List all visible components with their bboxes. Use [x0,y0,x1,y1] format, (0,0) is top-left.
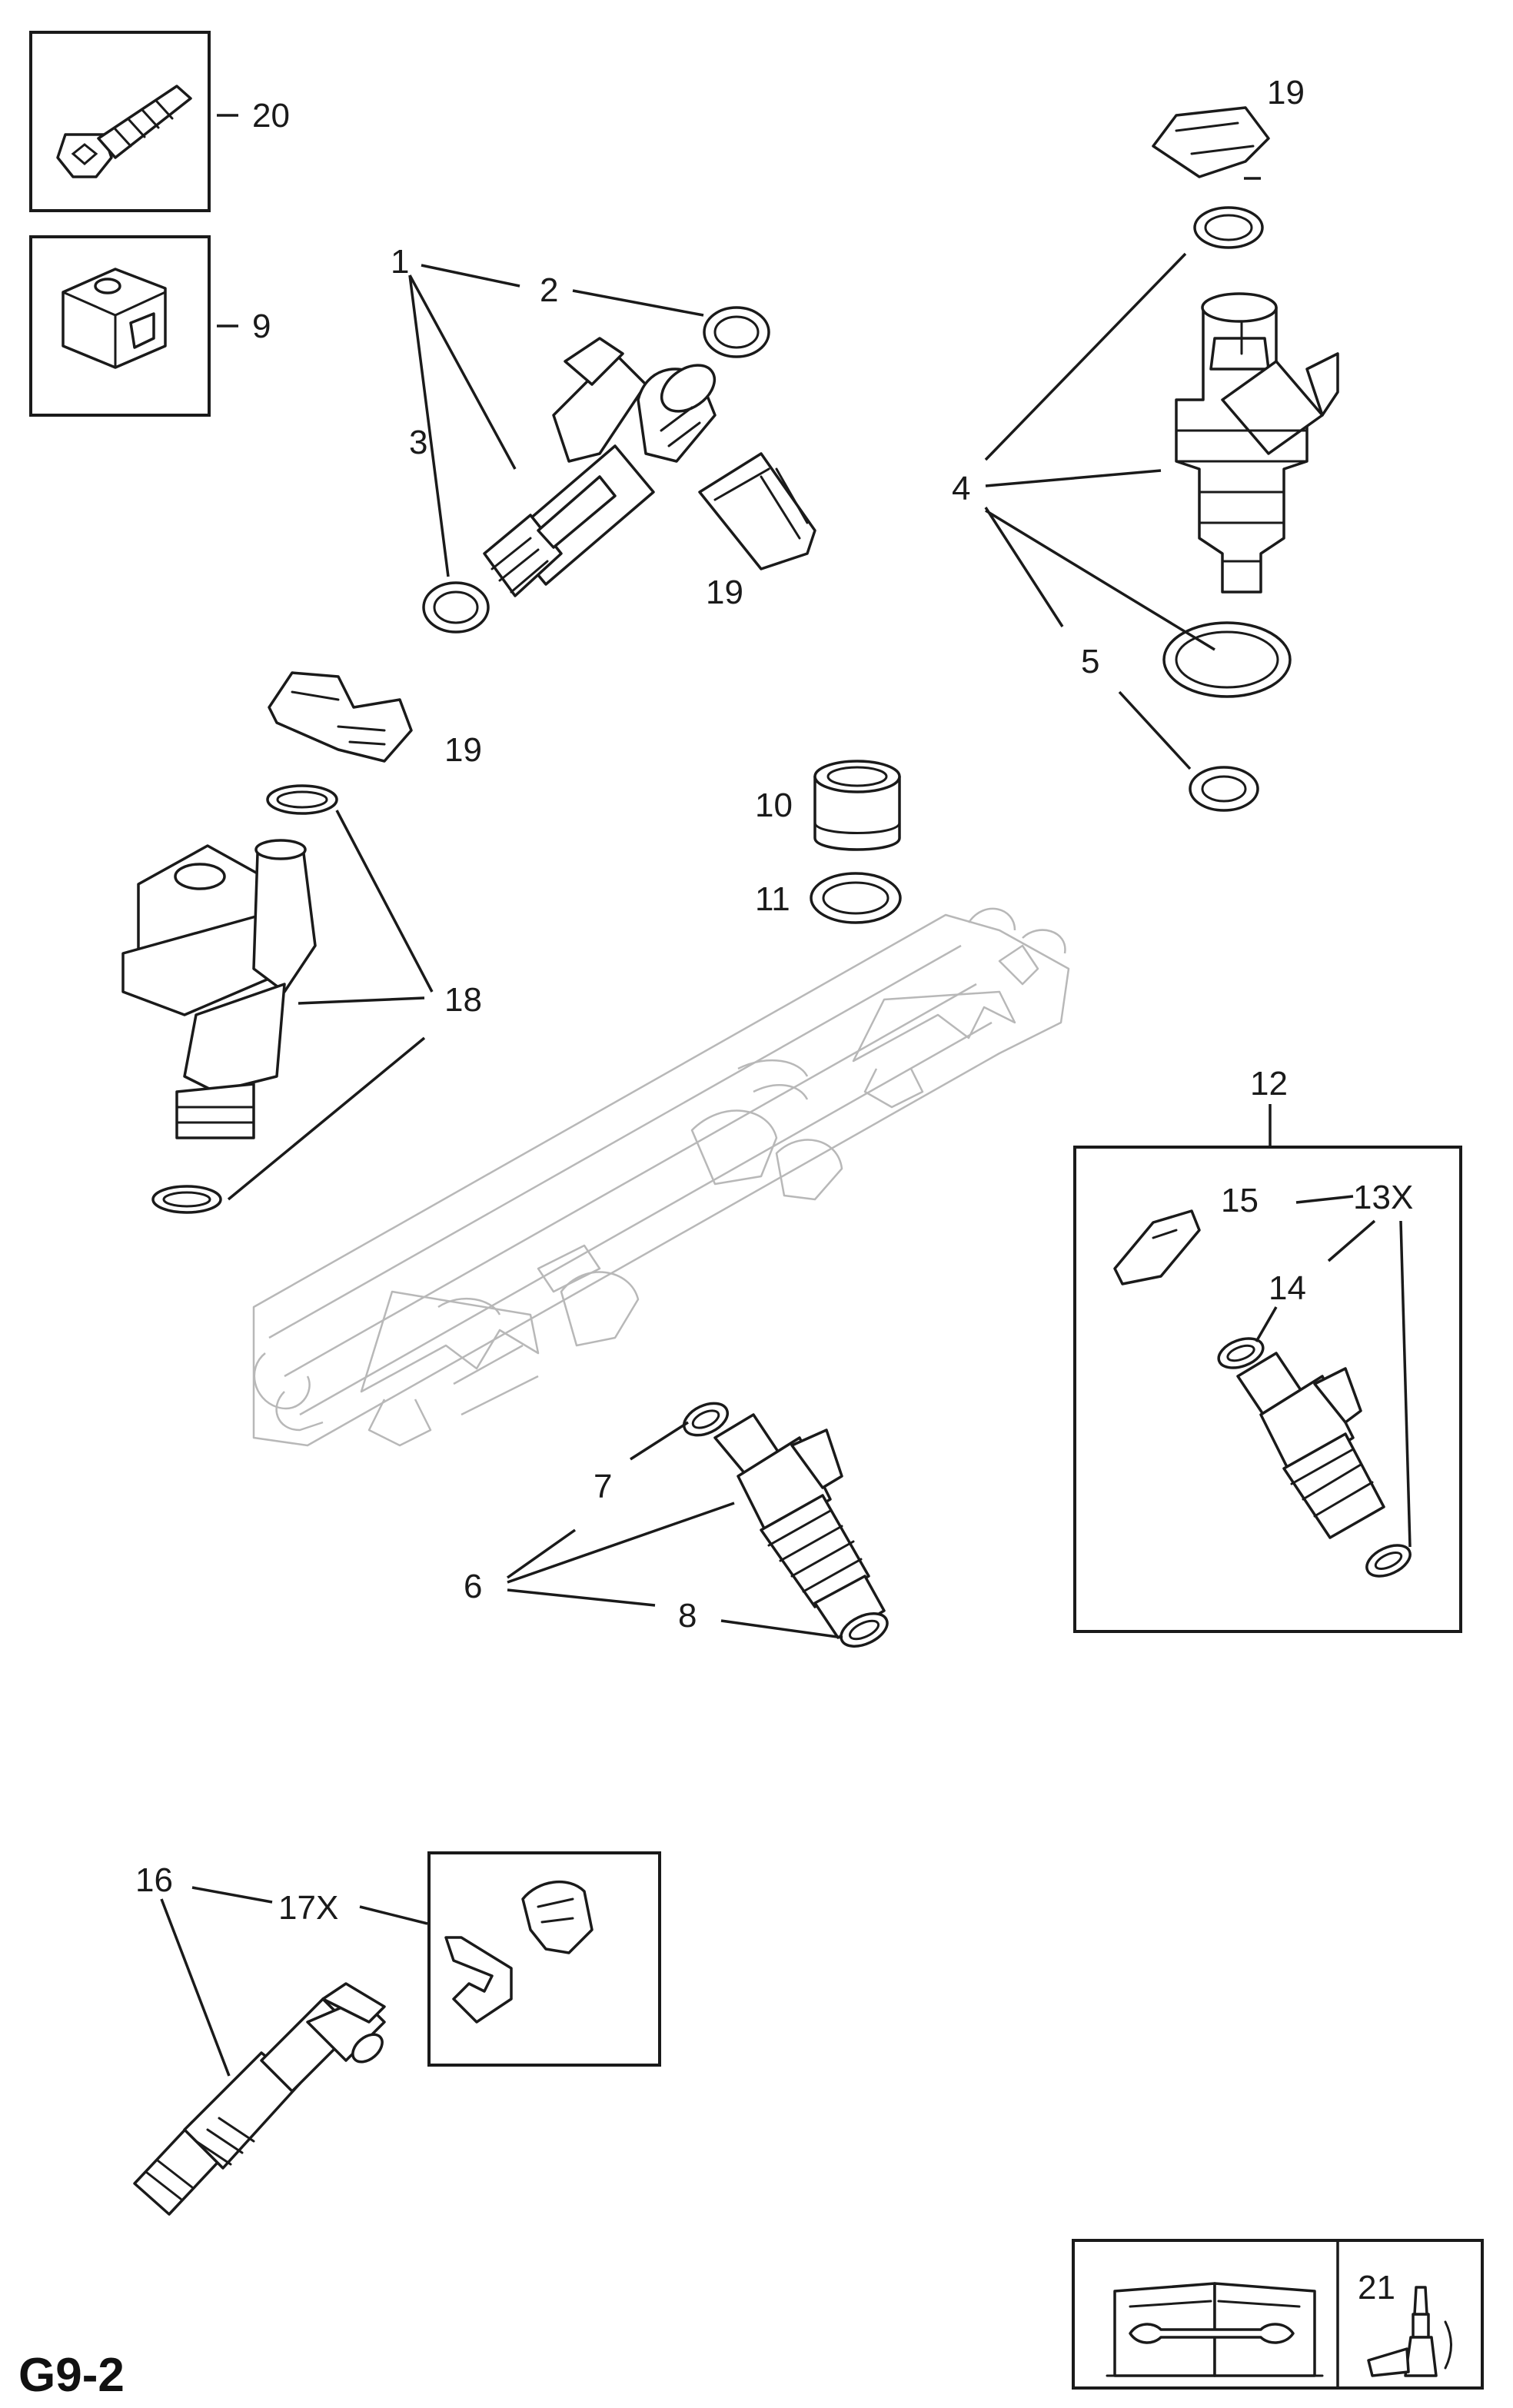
injector-18 [121,839,317,1139]
callout-21: 21 [1358,2269,1395,2307]
sleeve-10-seal-11[interactable]: 10 11 [755,760,902,924]
kit-12-panel[interactable]: 12 15 13X 14 [1073,1065,1462,1633]
callout-4: 4 [952,470,970,507]
callout-2: 2 [540,271,558,309]
injector-13x [1236,1352,1385,1539]
callout-16: 16 [135,1861,173,1899]
item-20-panel[interactable]: 20 [29,31,290,212]
clip-17x-b [444,1936,513,2024]
o-ring-18-bottom [151,1185,222,1214]
callout-19-upper: 19 [706,574,743,611]
o-ring-3 [422,581,490,634]
callout-6: 6 [464,1568,482,1605]
callout-8: 8 [678,1597,697,1635]
clip-19-left [268,671,413,763]
bolt-icon [56,85,192,178]
injector-assembly-6[interactable]: 7 6 8 [464,1397,893,1653]
clip-block-icon [62,268,167,369]
injector-assembly-18[interactable]: 19 18 [121,671,482,1214]
callout-15: 15 [1221,1182,1259,1219]
o-ring-2 [703,306,770,358]
callout-3: 3 [409,424,427,461]
fuel-rail-outline [252,907,1070,1447]
callout-5: 5 [1081,643,1099,680]
callout-9: 9 [252,308,271,345]
item-9-panel[interactable]: 9 [29,235,271,417]
injector-assembly-4[interactable]: 19 4 5 [952,74,1339,812]
o-ring-5-small [1189,766,1259,812]
injector-6 [713,1413,886,1639]
injector-16 [133,1982,386,2216]
clip-15 [1113,1209,1201,1285]
callout-19-top: 19 [1267,74,1305,111]
page-code: G9-2 [18,2349,125,2402]
clip-19-upper [698,452,816,570]
o-ring-5-large [1162,621,1292,698]
clip-19-top [1152,106,1270,178]
injector-4 [1175,292,1339,594]
callout-20: 20 [252,97,290,135]
sealant-tube-icon [1367,2286,1452,2377]
callout-17x: 17X [278,1889,338,1927]
callout-1: 1 [391,243,409,281]
injector-1 [483,337,717,597]
callout-12: 12 [1250,1065,1288,1103]
callout-7: 7 [594,1468,612,1505]
callout-14: 14 [1269,1269,1306,1307]
clip-17x-a [521,1881,594,1954]
injector-assembly-1[interactable]: 1 2 3 19 [391,243,816,634]
callout-19-left: 19 [444,731,482,769]
callout-10: 10 [755,787,793,824]
sleeve-10 [813,760,901,851]
injector-assembly-16[interactable]: 16 17X [133,1851,661,2216]
o-ring-18-top [266,784,338,815]
manual-book-icon [1106,2282,1324,2377]
callout-11: 11 [755,880,790,918]
callout-13x: 13X [1353,1179,1413,1216]
callout-18: 18 [444,981,482,1019]
footer-service-panel[interactable]: 21 [1072,2239,1484,2390]
o-ring-4-top [1193,206,1264,249]
